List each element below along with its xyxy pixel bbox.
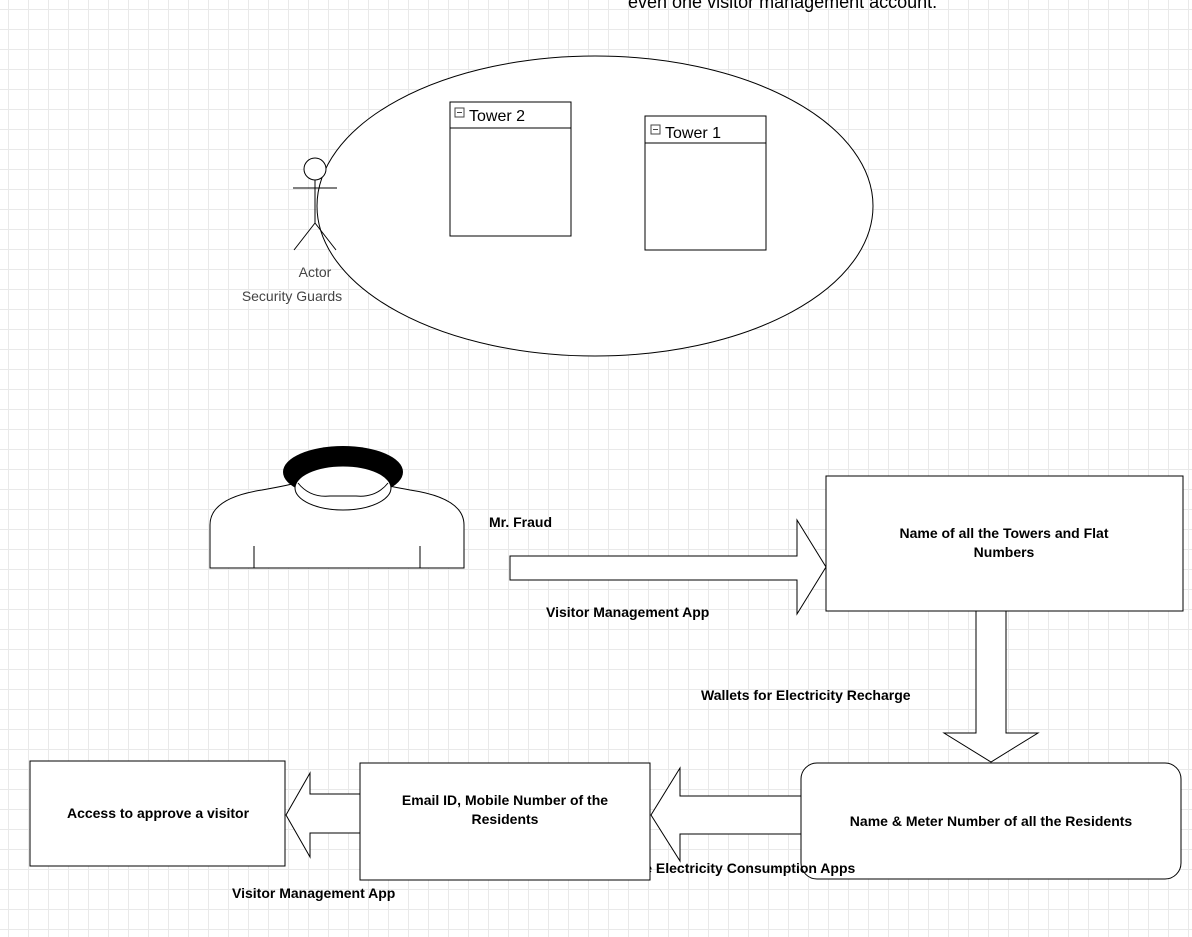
actor-label: Actor: [299, 264, 332, 280]
tower-1-title: Tower 1: [665, 125, 721, 142]
arrow-email-to-approve: [286, 773, 360, 857]
actor-left-leg: [294, 223, 315, 250]
node-approve-visitor-text: Access to approve a visitor: [67, 805, 250, 821]
node-email-mobile-line2: Residents: [472, 811, 539, 827]
edge-label-email-to-approve: Visitor Management App: [232, 885, 395, 901]
node-residents-meter-text: Name & Meter Number of all the Residents: [850, 813, 1133, 829]
arrow-towers-to-residents: [944, 611, 1038, 762]
actor-role-label: Security Guards: [242, 288, 342, 304]
fraud-person-icon: [210, 446, 464, 568]
tower-2-box: Tower 2: [450, 102, 571, 236]
tower-1-box: Tower 1: [645, 116, 766, 250]
fraud-person-name: Mr. Fraud: [489, 514, 552, 530]
arrow-fraud-to-towers: [510, 520, 826, 614]
society-boundary-ellipse: [317, 56, 873, 356]
tower-2-title: Tower 2: [469, 108, 525, 125]
node-towers-flats-line2: Numbers: [974, 544, 1035, 560]
edge-label-fraud-to-towers: Visitor Management App: [546, 604, 709, 620]
edge-label-towers-to-residents: Wallets for Electricity Recharge: [701, 687, 911, 703]
actor-head: [304, 158, 326, 180]
arrow-residents-to-email: [651, 768, 801, 861]
node-towers-flats-line1: Name of all the Towers and Flat: [899, 525, 1108, 541]
top-note: even one visitor management account.: [628, 0, 937, 12]
node-email-mobile-line1: Email ID, Mobile Number of the: [402, 792, 608, 808]
